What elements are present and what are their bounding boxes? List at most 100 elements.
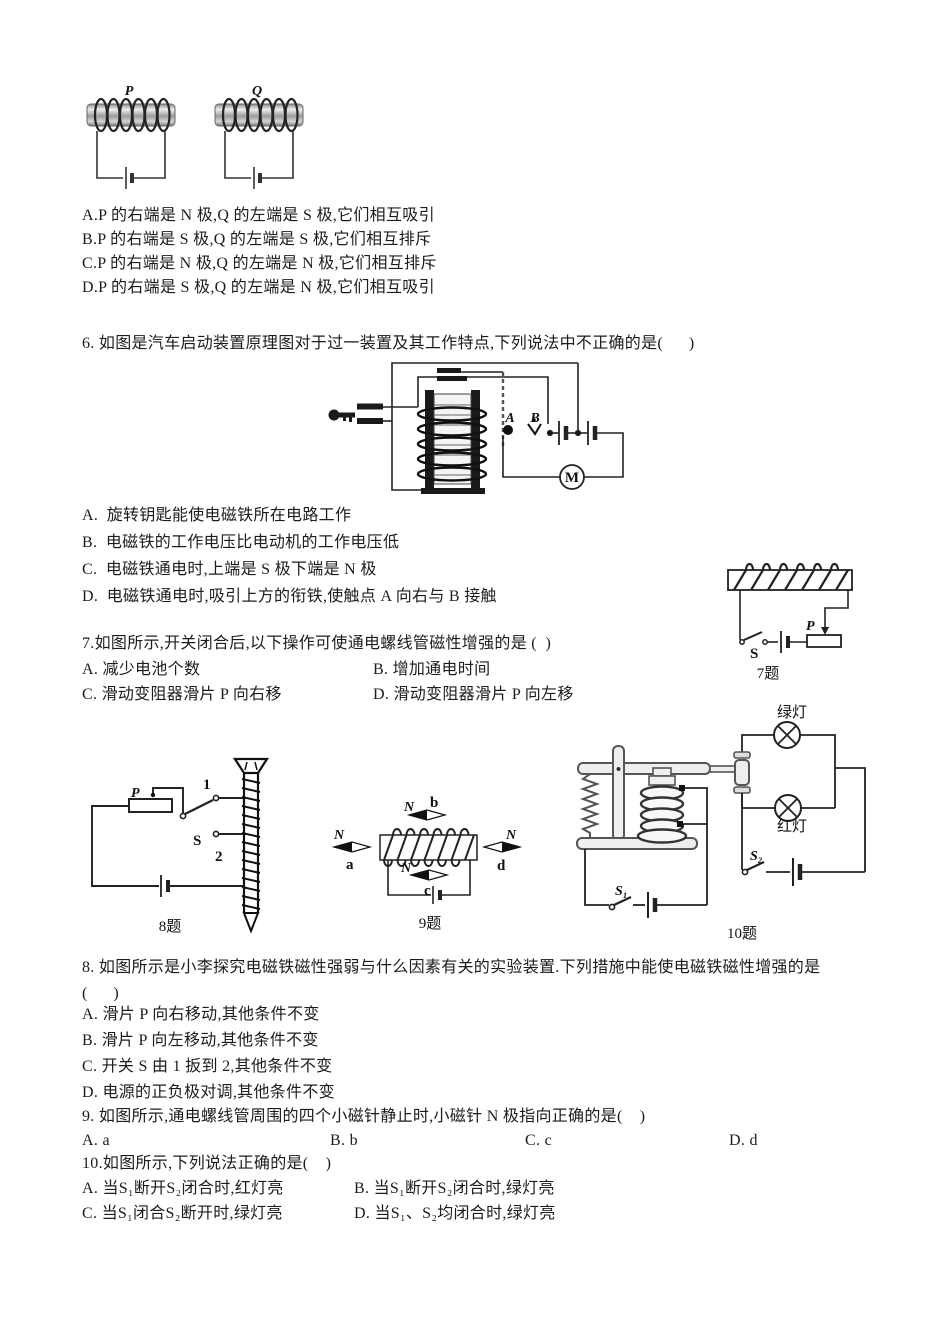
n-pole-label: N — [403, 800, 415, 815]
electromagnet-coil — [636, 767, 688, 844]
rheostat — [806, 627, 842, 648]
green-lamp-label: 绿灯 — [777, 704, 807, 721]
compass-needle-a: N a — [331, 828, 373, 873]
q8-stem-line2: ( ) — [82, 985, 120, 1002]
upper-contact — [733, 751, 751, 759]
coil-winding — [93, 97, 171, 133]
lower-contact — [733, 786, 751, 794]
slider-p-label: P — [806, 619, 815, 634]
q9-option-c: C. c — [525, 1132, 552, 1149]
battery-icon — [224, 131, 294, 189]
circuit-wires — [383, 362, 579, 491]
switch-label: S — [750, 646, 758, 662]
needle-b-label: b — [430, 795, 438, 811]
q9-stem: 9. 如图所示,通电螺线管周围的四个小磁针静止时,小磁针 N 极指向正确的是( … — [82, 1108, 646, 1125]
solenoid — [379, 828, 478, 867]
moving-contact — [734, 759, 750, 786]
n-pole-label: N — [400, 861, 412, 876]
screw-core — [232, 757, 270, 934]
q10-option-d: D. 当S₁、S₂均闭合时,绿灯亮 — [354, 1205, 556, 1222]
contact-1-label: 1 — [203, 777, 211, 793]
q5-option-b: B.P 的右端是 S 极,Q 的左端是 S 极,它们相互排斥 — [82, 231, 432, 248]
red-lamp-label: 红灯 — [777, 818, 807, 835]
q8-option-b: B. 滑片 P 向左移动,其他条件不变 — [82, 1032, 319, 1049]
coil-p-label: P — [125, 84, 134, 99]
q8-option-d: D. 电源的正负极对调,其他条件不变 — [82, 1084, 335, 1101]
n-pole-label: N — [505, 828, 517, 843]
figure-q9-solenoid-compasses: N a N b N c N d 9题 — [331, 795, 523, 932]
svg-text:M: M — [565, 470, 579, 486]
motor-icon: M — [502, 436, 585, 490]
compass-needle-d: N d — [481, 828, 523, 874]
q6-stem: 6. 如图是汽车启动装置原理图对于过一装置及其工作特点,下列说法中不正确的是( … — [82, 335, 695, 352]
battery-icon-s1 — [647, 892, 658, 918]
slider-dot — [150, 792, 156, 798]
q8-option-a: A. 滑片 P 向右移动,其他条件不变 — [82, 1006, 320, 1023]
red-lamp-icon — [774, 794, 802, 822]
q6-option-c: C. 电磁铁通电时,上端是 S 极下端是 N 极 — [82, 561, 377, 578]
needle-c-label: c — [424, 883, 431, 899]
relay-mechanism — [576, 745, 738, 850]
slider-p-label: P — [131, 786, 140, 801]
q7-option-c: C. 滑动变阻器滑片 P 向右移 — [82, 686, 282, 703]
coil-circuit-wires — [584, 787, 708, 906]
q10-stem: 10.如图所示,下列说法正确的是( ) — [82, 1155, 332, 1172]
q10-option-a: A. 当S₁断开S₂闭合时,红灯亮 — [82, 1180, 284, 1197]
circuit-wires — [387, 860, 471, 896]
q6-option-b: B. 电磁铁的工作电压比电动机的工作电压低 — [82, 534, 400, 551]
q5-option-d: D.P 的右端是 S 极,Q 的左端是 N 极,它们相互吸引 — [82, 279, 435, 296]
armature-bar — [577, 762, 711, 775]
battery-icon — [432, 886, 442, 904]
coil-winding — [416, 406, 488, 482]
q9-option-b: B. b — [330, 1132, 358, 1149]
q10-option-b: B. 当S₁断开S₂闭合时,绿灯亮 — [354, 1180, 555, 1197]
q7-option-d: D. 滑动变阻器滑片 P 向左移 — [373, 686, 574, 703]
lamp-circuit-wires — [741, 734, 866, 873]
figure-q5-coils: P Q — [86, 84, 304, 189]
coil-p: P — [86, 84, 176, 189]
compass-needle-c: N c — [400, 861, 450, 899]
q6-option-a: A. 旋转钥匙能使电磁铁所在电路工作 — [82, 507, 352, 524]
figure-q8-experiment: P 1 S 2 — [91, 757, 270, 935]
circuit-wires — [739, 590, 849, 643]
needle-a-label: a — [346, 857, 354, 873]
n-pole-label: N — [333, 828, 345, 843]
figure-caption: 9题 — [419, 916, 442, 932]
q7-option-b: B. 增加通电时间 — [373, 661, 491, 678]
switch-icon — [739, 631, 768, 645]
figure-caption: 7题 — [757, 666, 780, 682]
coil-q-label: Q — [252, 84, 262, 99]
q10-option-c: C. 当S₁闭合S₂断开时,绿灯亮 — [82, 1205, 283, 1222]
figure-q7-solenoid: S P 7题 — [727, 562, 853, 682]
coil-q: Q — [214, 84, 304, 189]
q6-option-d: D. 电磁铁通电时,吸引上方的衔铁,使触点 A 向右与 B 接触 — [82, 588, 497, 605]
spring — [580, 773, 600, 838]
battery-icon — [780, 631, 790, 653]
q7-stem: 7.如图所示,开关闭合后,以下操作可使通电螺线管磁性增强的是 ( ) — [82, 635, 552, 652]
contact-a — [503, 425, 513, 435]
needle-d-label: d — [497, 858, 506, 874]
s2-label: S₂ — [750, 849, 763, 864]
coil-winding — [221, 97, 299, 133]
contact-assembly — [733, 740, 751, 794]
contact-a-label: A — [504, 411, 514, 426]
q8-stem-line1: 8. 如图所示是小李探究电磁铁磁性强弱与什么因素有关的实验装置.下列措施中能使电… — [82, 959, 821, 976]
battery-icon — [160, 875, 170, 897]
contact-b — [527, 418, 542, 436]
s1-label: S₁ — [615, 884, 628, 899]
q5-option-c: C.P 的右端是 N 极,Q 的左端是 N 极,它们相互排斥 — [82, 255, 437, 272]
q5-option-a: A.P 的右端是 N 极,Q 的左端是 S 极,它们相互吸引 — [82, 207, 435, 224]
figure-q6-starter: A B M — [328, 362, 624, 494]
selector-switch — [179, 794, 220, 838]
q7-option-a: A. 减少电池个数 — [82, 661, 201, 678]
compass-needle-b: N b — [403, 795, 448, 821]
slider-arrow — [821, 627, 829, 635]
figure-caption: 8题 — [159, 919, 182, 935]
battery-icon — [96, 131, 166, 189]
switch-s1 — [608, 896, 645, 911]
figure-caption: 10题 — [727, 926, 757, 942]
figure-q10-relay: S₁ 绿灯 红灯 — [576, 704, 866, 942]
q9-option-d: D. d — [729, 1132, 758, 1149]
rheostat — [128, 792, 173, 813]
